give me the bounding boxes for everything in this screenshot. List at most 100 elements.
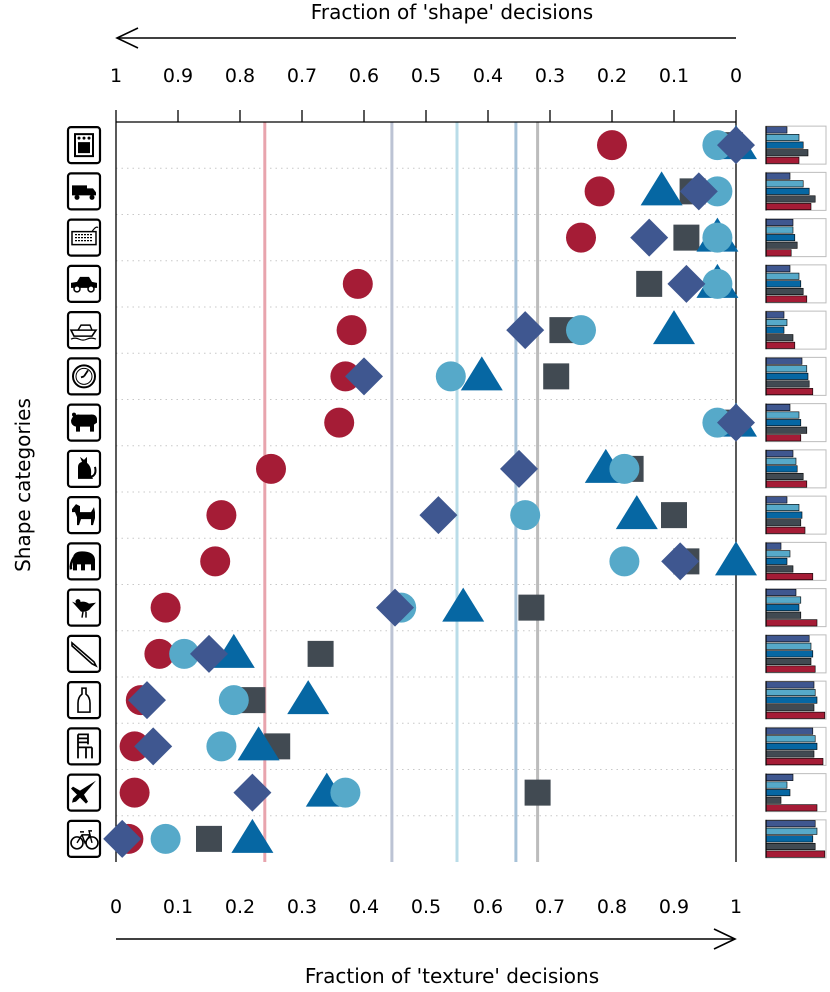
side-bar <box>765 511 803 519</box>
point-circle <box>169 638 200 669</box>
point-circle <box>256 453 286 484</box>
bicycle-icon-glyph <box>70 830 99 850</box>
point-circle <box>206 731 237 762</box>
side-bar <box>765 635 810 643</box>
bottle-icon-glyph <box>77 687 91 713</box>
side-bar <box>765 334 794 342</box>
bottom-tick-label: 0.6 <box>473 896 503 918</box>
side-bar-panel <box>765 773 827 813</box>
side-bar <box>765 234 796 242</box>
side-bar <box>765 419 802 427</box>
airplane-icon <box>66 773 102 812</box>
point-circle <box>510 500 541 531</box>
point-triangle <box>237 726 280 761</box>
elephant-icon-glyph <box>69 551 95 571</box>
side-bar <box>765 457 797 465</box>
side-bar-panel <box>765 310 827 350</box>
right-arrow <box>116 928 737 950</box>
bird-icon <box>66 588 102 627</box>
left-arrow <box>115 27 736 49</box>
side-bar <box>765 372 809 380</box>
clock-icon-glyph <box>72 364 96 389</box>
bottom-tick-label: 0.7 <box>535 896 565 918</box>
boat-icon <box>66 311 102 350</box>
point-triangle <box>231 818 274 853</box>
side-bar <box>765 665 816 673</box>
bottom-tick-label: 0.8 <box>597 896 627 918</box>
icon-box <box>66 681 102 720</box>
point-circle <box>119 777 150 808</box>
side-bar <box>765 796 782 804</box>
side-bar <box>765 226 794 234</box>
oven-icon <box>66 126 102 165</box>
side-bar <box>765 218 794 226</box>
side-bar <box>765 642 812 650</box>
top-tick-label: 1 <box>110 65 122 87</box>
bear-icon <box>66 403 102 442</box>
point-square <box>196 825 222 852</box>
point-triangle <box>460 356 503 391</box>
side-bar <box>765 280 802 288</box>
point-diamond <box>103 819 142 858</box>
bird-icon-glyph <box>72 599 96 618</box>
point-diamond <box>190 634 228 673</box>
point-circle <box>330 777 361 808</box>
airplane-icon-glyph <box>71 780 96 804</box>
side-bar-panel <box>765 218 827 258</box>
top-tick-label: 0 <box>730 65 742 87</box>
side-bar-panel <box>765 403 827 443</box>
side-bar <box>765 180 804 188</box>
oven-icon-glyph <box>74 133 94 158</box>
car-icon-glyph <box>71 276 97 293</box>
point-circle <box>150 823 181 854</box>
side-bar <box>765 519 802 527</box>
top-tick-label: 0.5 <box>411 65 441 87</box>
side-bar <box>765 311 785 319</box>
point-triangle <box>653 310 695 345</box>
side-bar <box>765 434 802 442</box>
side-bar <box>765 735 816 743</box>
side-bar-panel <box>765 171 827 211</box>
side-bar <box>765 426 808 434</box>
bicycle-icon <box>66 819 102 858</box>
side-bar <box>765 365 808 373</box>
point-circle <box>336 315 367 346</box>
side-bar-panel <box>765 680 827 720</box>
side-bar <box>765 827 818 835</box>
side-bar <box>765 750 815 758</box>
side-bar <box>765 380 810 388</box>
point-circle <box>566 222 596 253</box>
elephant-icon <box>66 542 102 581</box>
top-tick-label: 0.3 <box>535 65 565 87</box>
bottom-tick-label: 0.9 <box>659 896 689 918</box>
cat-icon-glyph <box>78 456 97 479</box>
top-tick-label: 0.4 <box>473 65 503 87</box>
point-circle <box>150 592 181 623</box>
top-tick-label: 0.1 <box>659 65 689 87</box>
side-bar <box>765 187 810 195</box>
side-bar <box>765 526 806 534</box>
point-circle <box>609 546 640 577</box>
point-diamond <box>419 496 458 535</box>
point-diamond <box>128 681 166 720</box>
side-bar <box>765 203 812 211</box>
point-diamond <box>661 542 700 581</box>
bottom-tick-label: 0 <box>110 896 122 918</box>
point-circle <box>144 638 175 669</box>
side-bar <box>765 557 788 565</box>
point-triangle <box>615 495 658 530</box>
point-triangle <box>715 541 757 576</box>
side-bar <box>765 650 814 658</box>
side-bar-panel <box>765 264 827 304</box>
point-circle <box>584 176 615 207</box>
data-points <box>103 125 757 858</box>
point-diamond <box>679 172 718 211</box>
side-bar-panel <box>765 356 827 396</box>
side-bar-panel <box>765 495 827 535</box>
side-bar <box>765 341 796 349</box>
side-bar <box>765 326 785 334</box>
point-diamond <box>630 218 669 257</box>
point-circle <box>206 500 237 531</box>
